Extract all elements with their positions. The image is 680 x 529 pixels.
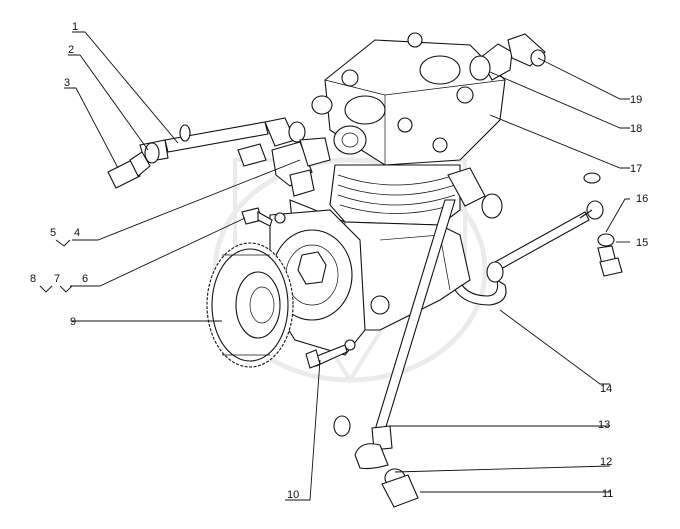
callout-19: 19: [630, 94, 642, 106]
callout-3: 3: [64, 77, 70, 89]
drive-gear: [206, 242, 294, 368]
callout-8: 8: [30, 273, 36, 285]
callout-12: 12: [600, 456, 612, 468]
callout-11: 11: [602, 488, 613, 500]
callout-18: 18: [630, 123, 642, 135]
upper-oil-pipe: [494, 200, 604, 271]
callout-14: 14: [600, 383, 612, 395]
callout-16: 16: [636, 193, 648, 205]
callout-15: 15: [636, 237, 648, 249]
callout-13: 13: [598, 419, 610, 431]
callout-9: 9: [70, 316, 76, 328]
callout-17: 17: [630, 163, 642, 175]
lower-oil-pipe: [333, 199, 456, 508]
small-bolt: [241, 207, 273, 227]
callout-10: 10: [287, 489, 299, 501]
callout-1: 1: [72, 21, 78, 33]
return-pipe: [454, 261, 507, 306]
leader-lines: [39, 31, 630, 501]
callout-labels: 1 2 3 4 5 6 7 8 9 10 11 12 13 14 15 16 1…: [30, 21, 648, 501]
inlet-pipe-assembly: [107, 117, 331, 197]
callout-5: 5: [50, 227, 56, 239]
outlet-fittings: [447, 33, 623, 277]
callout-4: 4: [74, 227, 80, 239]
callout-2: 2: [68, 44, 74, 56]
callout-6: 6: [82, 273, 88, 285]
callout-7: 7: [54, 273, 60, 285]
